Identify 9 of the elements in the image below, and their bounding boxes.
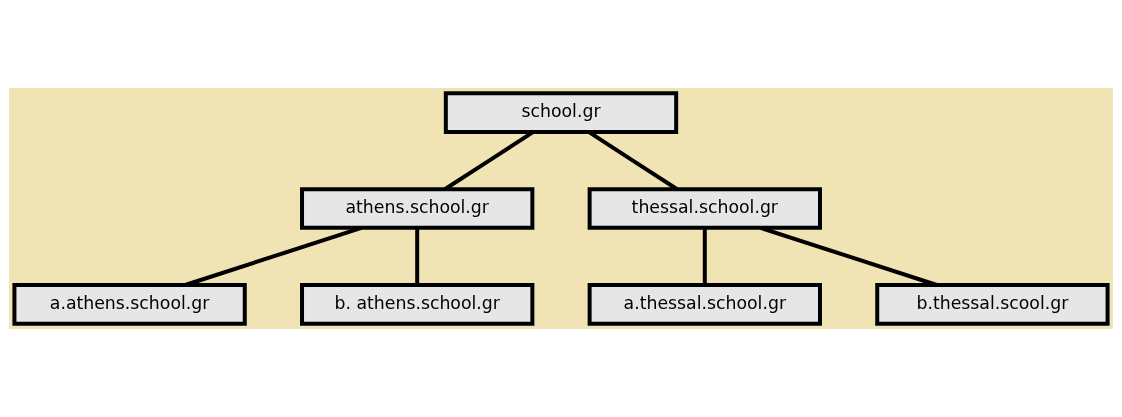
node-box: thessal.school.gr bbox=[587, 187, 822, 230]
node-box: b.thessal.scool.gr bbox=[875, 283, 1110, 326]
node-box: athens.school.gr bbox=[300, 187, 535, 230]
connector bbox=[415, 228, 420, 285]
node-box: a.thessal.school.gr bbox=[587, 283, 822, 326]
node-box: a.athens.school.gr bbox=[12, 283, 247, 326]
node-box: b. athens.school.gr bbox=[300, 283, 535, 326]
node-box: school.gr bbox=[443, 91, 679, 134]
connector bbox=[702, 228, 707, 285]
